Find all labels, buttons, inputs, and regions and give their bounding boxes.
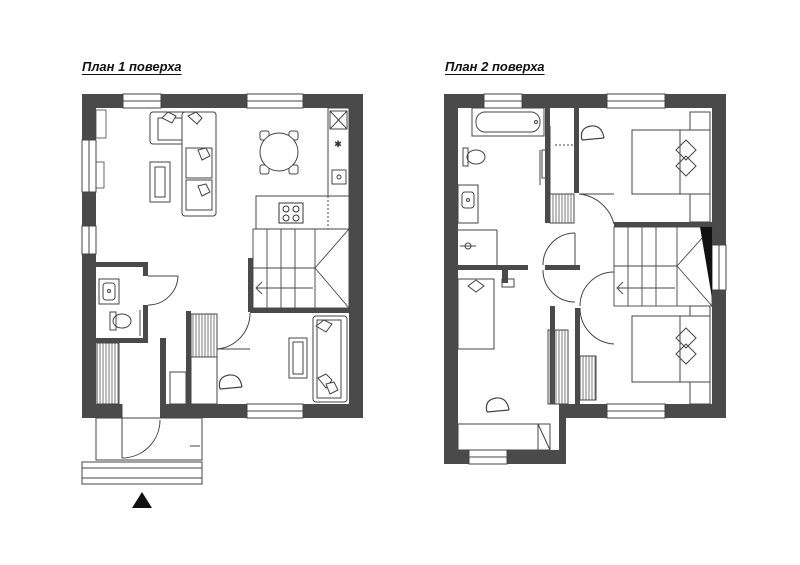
plan-1-hall-cabinet	[190, 356, 218, 405]
dining-table	[259, 130, 299, 175]
plan-2-windows	[468, 93, 727, 465]
plan-2-title: План 2 поверха	[445, 59, 545, 74]
sink-icon: *	[331, 139, 347, 185]
plan-1-cabinets	[95, 109, 107, 189]
entrance-arrow-icon	[132, 492, 152, 508]
plan-1-sofa-lower	[312, 315, 348, 403]
bed-icon	[631, 111, 711, 223]
bathtub-icon	[471, 107, 545, 137]
plan-2-stair-void	[700, 227, 712, 298]
toilet-icon	[462, 147, 486, 167]
staircase-icon	[613, 226, 713, 307]
plan-1-windows	[81, 93, 304, 419]
chair-icon	[485, 397, 510, 413]
plan-1-door-living	[216, 312, 251, 350]
svg-text:*: *	[335, 139, 341, 153]
plan-2-child-bed	[457, 278, 515, 350]
bed-icon	[631, 305, 711, 405]
plan-1-wardrobe-hall	[190, 313, 218, 358]
coffee-table	[149, 161, 171, 203]
plan-1-porch	[81, 404, 203, 485]
staircase-icon	[252, 228, 350, 309]
plan-1-tv-table	[288, 337, 308, 379]
plan-2-bath-fixtures	[457, 149, 547, 265]
plan-1-title: План 1 поверха	[82, 59, 182, 74]
plan-2-wardrobe-door	[549, 126, 615, 225]
plan-1-wardrobe-left	[96, 342, 120, 405]
plan-2-desk	[457, 423, 551, 451]
plan-2-wardrobe-lower-right	[579, 355, 597, 401]
plan-2	[444, 93, 727, 465]
plan-2-wardrobe-lower-left	[547, 329, 569, 405]
plan-1: *	[81, 93, 363, 508]
chair-icon	[218, 374, 243, 390]
plan-2-wardrobe-top	[549, 193, 575, 224]
chair-icon	[580, 125, 605, 141]
plan-1-shoe-cabinet	[169, 371, 187, 405]
hob-icon	[278, 202, 304, 224]
sofa-icon	[149, 111, 217, 217]
plan-2-landing-doors	[542, 232, 615, 345]
plan-1-bathroom	[98, 275, 179, 336]
